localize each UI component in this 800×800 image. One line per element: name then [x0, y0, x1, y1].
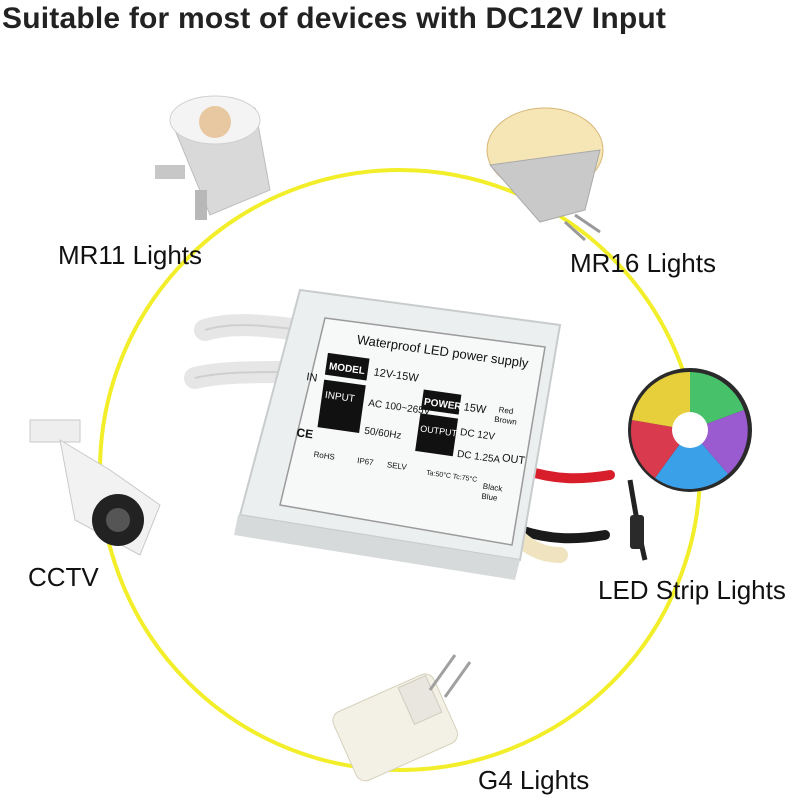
psu-freq-val: 50/60Hz: [364, 426, 402, 442]
led-strip-reel-icon: [627, 368, 752, 561]
page-title: Suitable for most of devices with DC12V …: [2, 2, 667, 35]
psu-model-key: MODEL: [328, 361, 365, 377]
psu-black-label: Black: [482, 482, 504, 494]
mr16-bulb-icon: [486, 107, 604, 242]
psu-input-key: INPUT: [324, 390, 355, 405]
psu-in-label: IN: [306, 371, 319, 384]
psu-out-label: OUT: [501, 452, 526, 467]
psu-red-label: Red: [498, 405, 514, 416]
g4-bulb-icon: [332, 654, 472, 782]
cctv-camera-icon: [29, 419, 161, 556]
g4-label: G4 Lights: [478, 765, 590, 795]
input-wires: [184, 314, 311, 389]
psu-rohs: RoHS: [313, 450, 335, 462]
mr11-label: MR11 Lights: [58, 240, 203, 270]
cctv-label: CCTV: [28, 562, 99, 592]
psu-selv: SELV: [386, 460, 408, 472]
psu-ip-rating: IP67: [357, 456, 375, 467]
psu-power-key: POWER: [423, 397, 463, 413]
led-strip-label: LED Strip Lights: [598, 575, 786, 605]
mr16-label: MR16 Lights: [570, 248, 716, 278]
psu-ce-mark: CE: [296, 425, 314, 441]
psu-brown-label: Brown: [494, 415, 518, 427]
psu-power-val: 15W: [463, 401, 488, 416]
psu-blue-label: Blue: [481, 492, 499, 503]
psu-output-v: DC 12V: [459, 427, 496, 443]
power-supply: Waterproof LED power supply MODEL 12V-15…: [234, 288, 562, 580]
mr11-bulb-icon: [155, 95, 271, 220]
